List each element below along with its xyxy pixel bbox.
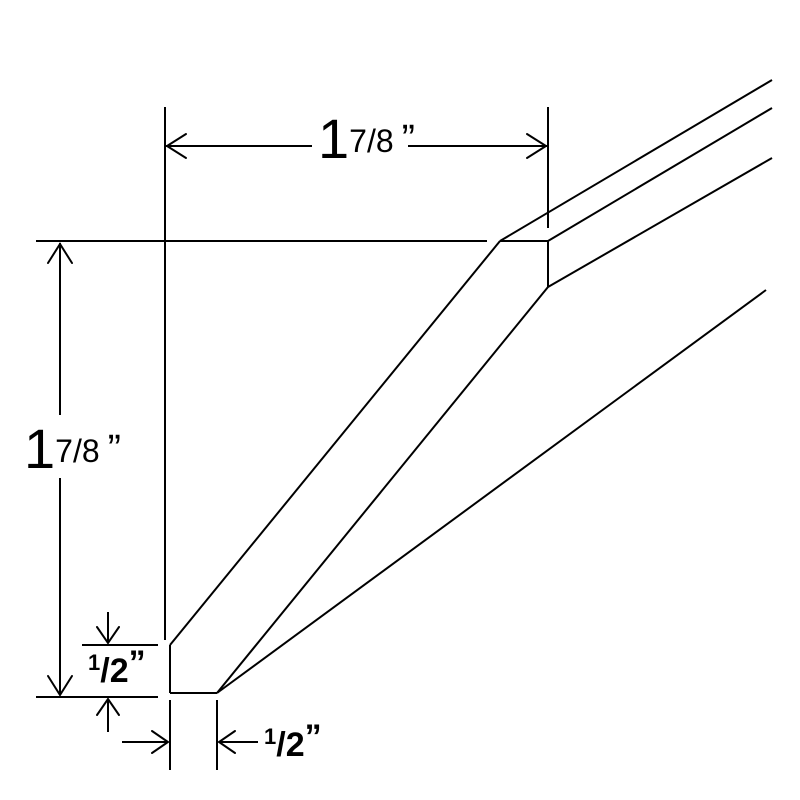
dimension-label-bottom-height: 1/2” <box>88 644 146 690</box>
arrowhead-up-icon <box>47 242 73 264</box>
profile-bottom-extrusion <box>216 289 767 694</box>
dimension-label-left-height: 17/8” <box>24 417 121 480</box>
dimension-whole-number: 1 <box>318 107 349 170</box>
molding-profile <box>169 79 773 694</box>
dimension-numerator: 1 <box>88 650 100 675</box>
profile-inner-bevel-face <box>216 286 549 694</box>
dimension-fraction: 7/8 <box>55 433 99 469</box>
arrowhead-right-icon <box>151 730 170 754</box>
dimension-numerator: 1 <box>264 724 276 749</box>
dimension-top-width: 17/8” <box>165 107 548 170</box>
arrowhead-down-icon <box>96 626 120 645</box>
arrowhead-up-icon <box>96 697 120 716</box>
dimension-fraction-rest: /2 <box>276 726 304 764</box>
dimension-label-top-width: 17/8” <box>318 107 415 170</box>
dimension-inch-mark: ” <box>129 644 146 682</box>
arrowhead-right-icon <box>526 133 548 159</box>
dimension-whole-number: 1 <box>24 417 55 480</box>
arrowhead-down-icon <box>47 675 73 697</box>
arrowhead-left-icon <box>217 730 236 754</box>
dimension-left-height: 17/8” <box>24 242 121 697</box>
dimension-fraction-rest: /2 <box>100 652 128 690</box>
dimension-bottom-height: 1/2” <box>88 612 146 732</box>
dimension-label-bottom-width: 1/2” <box>264 718 322 764</box>
extension-lines <box>36 107 549 770</box>
dimension-fraction: 7/8 <box>349 123 393 159</box>
dimension-inch-mark: ” <box>305 718 322 756</box>
profile-top-extrusion-3 <box>547 157 773 288</box>
dimension-inch-mark: ” <box>108 427 121 471</box>
arrowhead-left-icon <box>165 133 187 159</box>
profile-top-extrusion-2 <box>547 107 773 242</box>
profile-top-extrusion-1 <box>499 79 773 242</box>
dimension-inch-mark: ” <box>402 117 415 161</box>
dimension-bottom-width: 1/2” <box>122 718 322 764</box>
profile-outer-bevel-face <box>169 240 501 646</box>
